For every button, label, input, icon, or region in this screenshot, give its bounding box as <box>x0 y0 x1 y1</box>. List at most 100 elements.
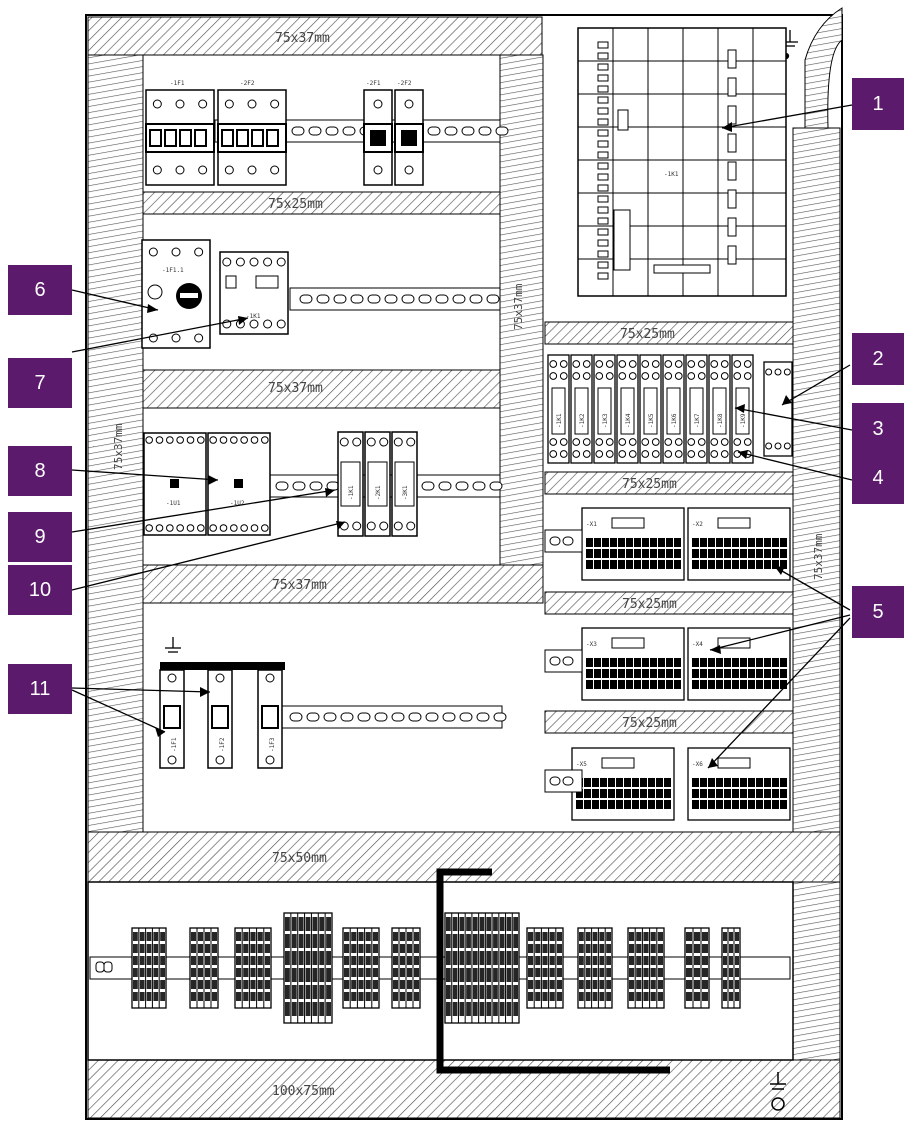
terminal-screw <box>452 951 458 965</box>
pin <box>597 96 609 104</box>
screw-terminal <box>230 524 238 532</box>
pin <box>597 162 609 170</box>
duct-label-right-3: 75x25mm <box>622 597 677 612</box>
terminal-point <box>650 560 657 569</box>
terminal-screw <box>585 944 591 953</box>
terminal-screw <box>365 956 371 965</box>
rail-slot <box>103 961 113 973</box>
rail-slot <box>357 712 371 722</box>
screw-terminal <box>373 99 383 109</box>
terminal-screw <box>599 980 605 989</box>
screw-terminal <box>595 450 604 458</box>
terminal-screw <box>723 968 727 977</box>
terminal-screw <box>542 968 548 977</box>
screw-terminal <box>393 437 403 447</box>
terminal-screw <box>146 944 152 953</box>
pin <box>597 261 609 269</box>
rail-slot <box>408 712 422 722</box>
relay-row-label: -1K6 <box>671 413 678 428</box>
terminal-screw <box>636 932 642 941</box>
terminal-screw <box>372 968 378 977</box>
terminal-screw <box>344 944 350 953</box>
screw-terminal <box>687 360 696 368</box>
screw-terminal <box>230 436 238 444</box>
terminal-point <box>732 560 739 569</box>
terminal-screw <box>319 985 325 999</box>
terminal-screw <box>153 956 159 965</box>
terminal-screw <box>285 951 290 965</box>
terminal-point <box>642 560 649 569</box>
terminal-screw <box>344 980 350 989</box>
screw-terminal <box>166 436 174 444</box>
terminal-screw <box>312 934 318 948</box>
screw-terminal <box>366 521 376 531</box>
terminal-point <box>666 538 673 547</box>
relay-body <box>367 461 388 507</box>
label-row1-2: -2F2 <box>240 80 255 87</box>
screw-terminal <box>198 165 208 175</box>
terminal-point <box>740 800 747 809</box>
terminal-screw <box>650 968 656 977</box>
terminal-screw <box>372 992 378 1001</box>
duct-top <box>87 16 543 56</box>
callout-10: 10 <box>8 565 72 615</box>
terminal-screw <box>153 932 159 941</box>
svg-text:4: 4 <box>872 467 883 489</box>
terminal-screw <box>506 917 512 931</box>
relay-body <box>712 387 727 435</box>
terminal-point <box>748 789 755 798</box>
screw-terminal <box>270 165 280 175</box>
terminal-point <box>650 669 657 678</box>
screw-terminal <box>641 438 650 446</box>
connector <box>727 189 737 209</box>
screw-terminal <box>664 450 673 458</box>
screw-terminal <box>733 438 742 446</box>
terminal-screw <box>606 968 611 977</box>
terminal-point <box>586 560 593 569</box>
terminal-point <box>692 778 699 787</box>
terminal-point <box>618 680 625 689</box>
terminal-screw <box>400 992 405 1001</box>
terminal-screw <box>298 951 304 965</box>
terminal-screw <box>153 944 159 953</box>
terminal-screw <box>723 956 727 965</box>
rail-slot <box>95 961 105 973</box>
terminal-screw <box>452 968 458 982</box>
terminal-screw <box>198 932 203 941</box>
ground-symbol-row4 <box>165 637 181 653</box>
terminal-point <box>692 549 699 558</box>
terminal-point <box>602 680 609 689</box>
terminal-screw <box>160 932 165 941</box>
terminal-screw <box>499 951 505 965</box>
terminal-label: -X1 <box>586 521 597 528</box>
terminal-point <box>756 680 763 689</box>
screw-terminal <box>339 437 349 447</box>
terminal-screw <box>585 956 591 965</box>
terminal-screw <box>291 1002 297 1016</box>
terminal-screw <box>344 968 350 977</box>
terminal-point <box>780 549 787 558</box>
terminal-screw <box>735 932 739 941</box>
terminal-screw <box>133 932 138 941</box>
terminal-screw <box>479 985 485 999</box>
callout-9: 9 <box>8 512 72 562</box>
terminal-point <box>674 538 681 547</box>
terminal-point <box>708 549 715 558</box>
terminal-screw <box>305 951 311 965</box>
terminal-point <box>724 680 731 689</box>
terminal-screw <box>160 968 165 977</box>
screw-terminal <box>720 438 729 446</box>
terminal-point <box>664 778 671 787</box>
terminal-screw <box>305 934 311 948</box>
terminal-screw <box>513 985 518 999</box>
pin <box>597 41 609 49</box>
terminal-point <box>780 538 787 547</box>
terminal-screw <box>479 1002 485 1016</box>
rail-slot <box>425 712 439 722</box>
terminal-point <box>600 800 607 809</box>
terminal-point <box>626 680 633 689</box>
ribbon-connector <box>717 637 751 649</box>
label-relay-3: -3K1 <box>402 485 409 500</box>
screw-terminal <box>276 257 286 267</box>
screw-terminal <box>166 524 174 532</box>
